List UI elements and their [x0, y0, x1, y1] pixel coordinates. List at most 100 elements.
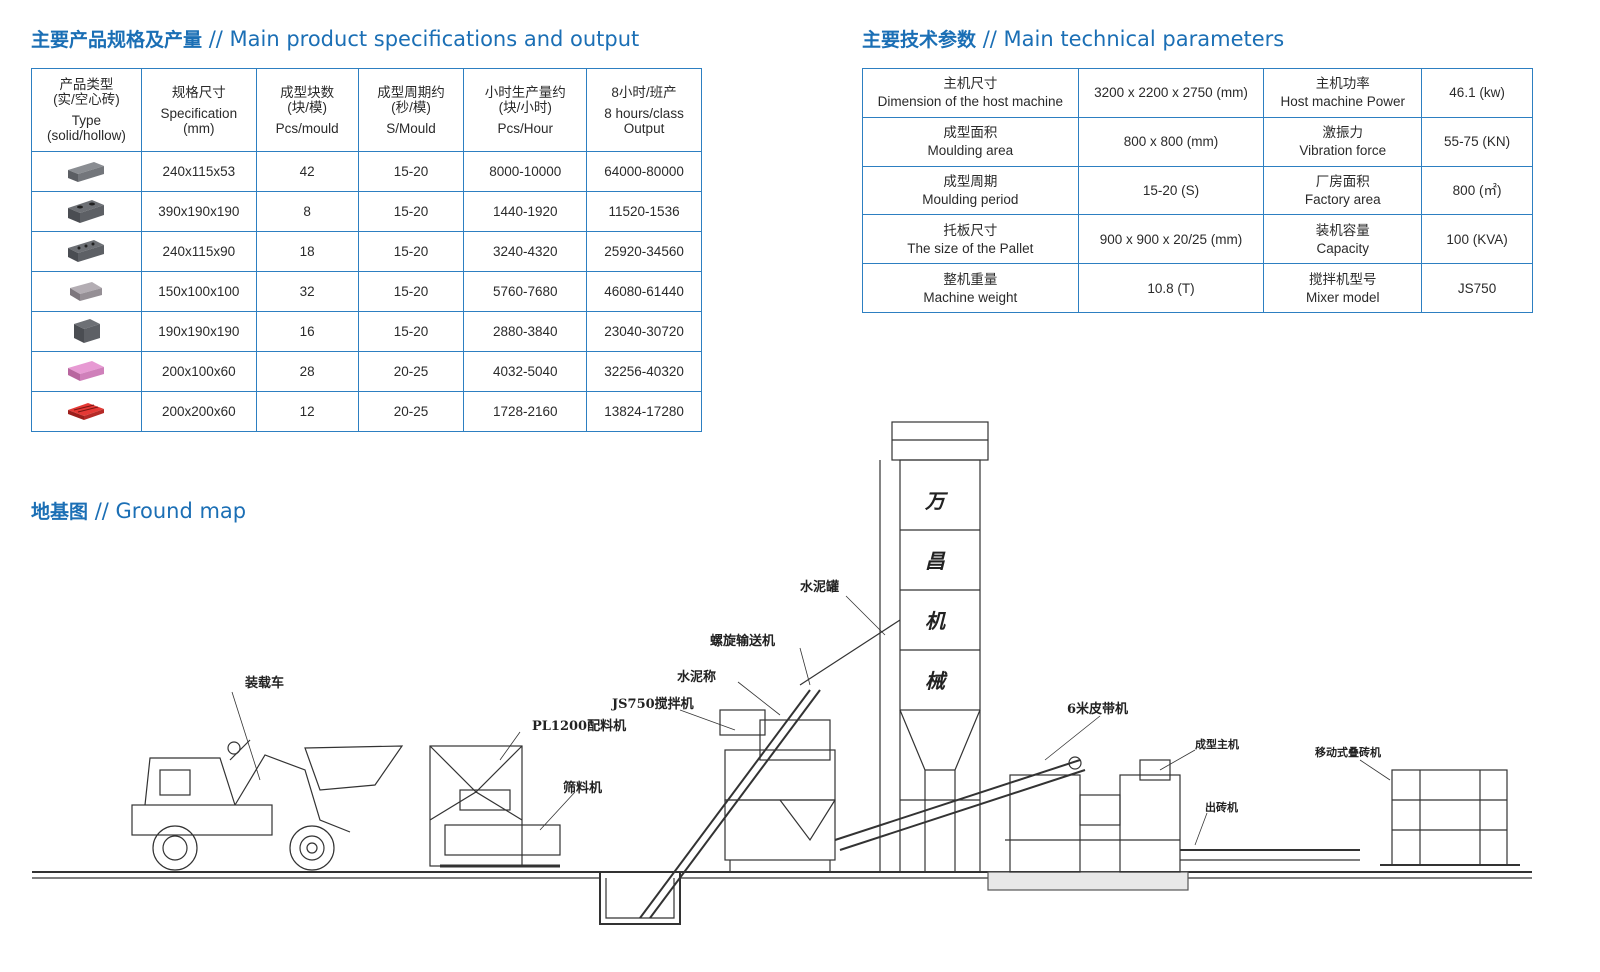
- ground-title-cn: 地基图: [31, 501, 89, 523]
- tech-section-title: 主要技术参数 // Main technical parameters: [862, 25, 1284, 52]
- header-cn: 规格尺寸: [171, 84, 226, 100]
- param-label-en: Factory area: [1304, 191, 1381, 207]
- hour-cell: 1440-1920: [463, 191, 588, 232]
- shift-cell: 11520-1536: [586, 191, 702, 232]
- param-label-cn: 搅拌机型号: [1308, 271, 1377, 287]
- loader-drawing: [131, 739, 404, 871]
- header-cn: 成型块数 (块/模): [280, 84, 335, 115]
- header-en: S/Mould: [386, 120, 436, 136]
- param-label-cell: 厂房面积 Factory area: [1263, 165, 1423, 216]
- param-label-en: Moulding period: [922, 191, 1019, 207]
- hour-cell: 4032-5040: [463, 351, 588, 392]
- param-value-cell: 100 (KVA): [1421, 214, 1533, 265]
- shift-cell: 23040-30720: [586, 311, 702, 352]
- type-cell: [31, 151, 142, 192]
- label-host: 成型主机: [1195, 737, 1239, 751]
- products-header-cell: 产品类型 (实/空心砖) Type (solid/hollow): [31, 68, 142, 152]
- products-header-cell: 小时生产量约 (块/小时)Pcs/Hour: [463, 68, 588, 152]
- label-mixer: JS750搅拌机: [611, 696, 694, 712]
- type-cell: [31, 391, 142, 432]
- cycle-cell: 15-20: [357, 271, 465, 312]
- spec-cell: 200x200x60: [140, 391, 257, 432]
- label-loader: 装载车: [244, 675, 284, 691]
- label-brick-out: 出砖机: [1205, 800, 1238, 814]
- param-value-cell: 46.1 (kw): [1421, 68, 1533, 118]
- type-cell: [31, 311, 142, 352]
- label-cement-scale: 水泥称: [677, 669, 716, 685]
- spec-cell: 200x100x60: [140, 351, 257, 392]
- ground-title-en: // Ground map: [94, 499, 247, 523]
- spec-cell: 390x190x190: [140, 191, 257, 232]
- header-cn: 产品类型 (实/空心砖): [53, 77, 120, 107]
- param-label-cn: 主机功率: [1315, 76, 1370, 92]
- hollow-block-icon: [64, 196, 108, 227]
- hour-cell: 2880-3840: [463, 311, 588, 352]
- batcher-drawing: [429, 745, 561, 868]
- silo-char: 机: [925, 609, 947, 633]
- pcs-cell: 16: [255, 311, 359, 352]
- ground-line: [32, 871, 1532, 925]
- param-label-cn: 激振力: [1322, 125, 1363, 141]
- paver-brick-icon: [64, 276, 108, 307]
- param-label-cn: 主机尺寸: [943, 76, 998, 92]
- param-label-cn: 整机重量: [943, 271, 998, 287]
- param-value-cell: 10.8 (T): [1077, 263, 1265, 313]
- shift-cell: 25920-34560: [586, 231, 702, 272]
- shift-cell: 13824-17280: [586, 391, 702, 432]
- param-label-en: Moulding area: [927, 143, 1014, 159]
- param-label-en: Host machine Power: [1280, 94, 1406, 110]
- param-label-cn: 成型面积: [943, 125, 998, 141]
- spec-cell: 190x190x190: [140, 311, 257, 352]
- spec-cell: 240x115x90: [140, 231, 257, 272]
- pcs-cell: 28: [255, 351, 359, 392]
- cycle-cell: 20-25: [357, 351, 465, 392]
- pcs-cell: 42: [255, 151, 359, 192]
- param-label-cn: 装机容量: [1315, 222, 1370, 238]
- param-value-cell: 55-75 (KN): [1421, 116, 1533, 167]
- type-cell: [31, 351, 142, 392]
- products-title-cn: 主要产品规格及产量: [31, 29, 203, 51]
- param-label-cn: 厂房面积: [1315, 173, 1370, 189]
- label-cement-silo: 水泥罐: [800, 579, 839, 595]
- param-value-cell: 15-20 (S): [1077, 165, 1265, 216]
- silo-char: 万: [924, 489, 949, 513]
- perforated-brick-icon: [64, 236, 108, 267]
- cycle-cell: 15-20: [357, 311, 465, 352]
- param-value-cell: JS750: [1421, 263, 1533, 313]
- pcs-cell: 32: [255, 271, 359, 312]
- pcs-cell: 8: [255, 191, 359, 232]
- pcs-cell: 18: [255, 231, 359, 272]
- spec-cell: 240x115x53: [140, 151, 257, 192]
- hour-cell: 3240-4320: [463, 231, 588, 272]
- ground-map-diagram: 装载车 PL1200配料机 筛料机 JS750搅拌机 水泥称 螺旋输送机 水泥罐…: [32, 421, 1532, 925]
- label-stacker: 移动式叠砖机: [1315, 745, 1381, 759]
- param-label-en: Vibration force: [1299, 143, 1387, 159]
- header-en: Type (solid/hollow): [47, 113, 126, 143]
- hour-cell: 1728-2160: [463, 391, 588, 432]
- products-section-title: 主要产品规格及产量 // Main product specifications…: [31, 25, 639, 52]
- spec-cell: 150x100x100: [140, 271, 257, 312]
- host-machine-drawing: [1005, 759, 1360, 873]
- type-cell: [31, 231, 142, 272]
- cycle-cell: 15-20: [357, 231, 465, 272]
- silo-char: 械: [925, 669, 948, 693]
- label-screen: 筛料机: [563, 780, 602, 796]
- hour-cell: 8000-10000: [463, 151, 588, 192]
